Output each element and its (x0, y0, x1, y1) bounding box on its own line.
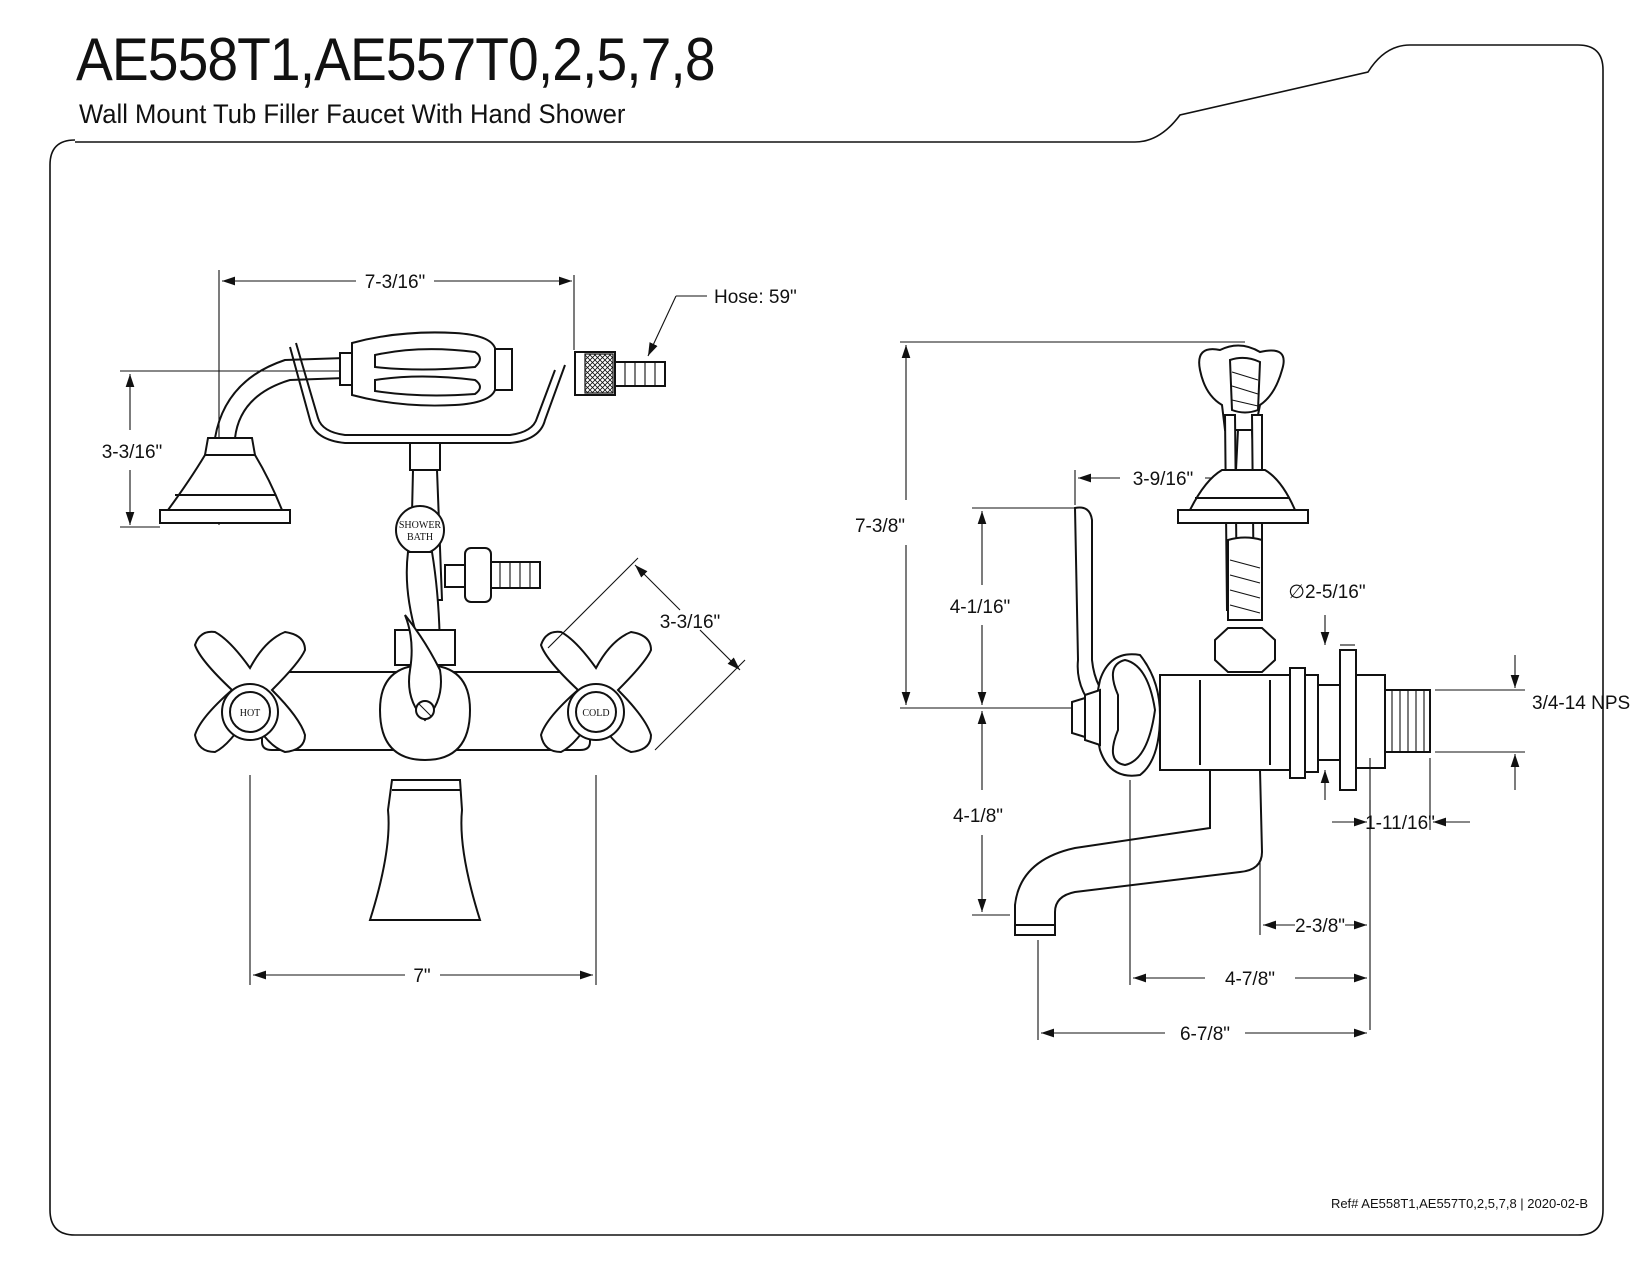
dim-diameter: ∅2-5/16" (1288, 582, 1365, 603)
dim-lower-height: 4-1/8" (953, 806, 1003, 827)
page-subtitle: Wall Mount Tub Filler Faucet With Hand S… (79, 99, 626, 129)
reference-footer: Ref# AE558T1,AE557T0,2,5,7,8 | 2020-02-B (1330, 1196, 1588, 1211)
dim-overall-height: 7-3/8" (855, 516, 905, 537)
front-view: 7-3/16" Hose: 59" 3-3/16" (102, 270, 797, 987)
side-view: 7-3/8" 4-1/16" 4-1/8" 3-9/16" (855, 341, 1630, 1045)
dim-spout-b: 4-7/8" (1225, 969, 1275, 990)
dim-handset-height: 3-3/16" (102, 442, 163, 463)
hot-handle: HOT (193, 630, 307, 754)
frame-outline (49, 44, 1604, 1236)
dim-handle-diag: 3-3/16" (660, 612, 721, 633)
dim-thread: 3/4-14 NPS (1532, 693, 1630, 714)
diverter-shower-label: SHOWER (399, 520, 442, 531)
dim-top-width: 7-3/16" (365, 272, 426, 293)
diverter-bath-label: BATH (407, 532, 433, 543)
cold-handle: COLD (539, 630, 653, 754)
dim-offset-top: 3-9/16" (1133, 469, 1194, 490)
dim-spout-c: 6-7/8" (1180, 1024, 1230, 1045)
hose-label: Hose: 59" (714, 287, 797, 308)
cold-label: COLD (582, 708, 609, 719)
page-title: AE558T1,AE557T0,2,5,7,8 (76, 26, 716, 93)
dim-upper-height: 4-1/16" (950, 597, 1011, 618)
hot-label: HOT (240, 708, 261, 719)
dim-center-spread: 7" (413, 966, 430, 987)
dim-spout-a: 2-3/8" (1295, 916, 1345, 937)
dim-shank: 1-11/16" (1365, 813, 1435, 834)
